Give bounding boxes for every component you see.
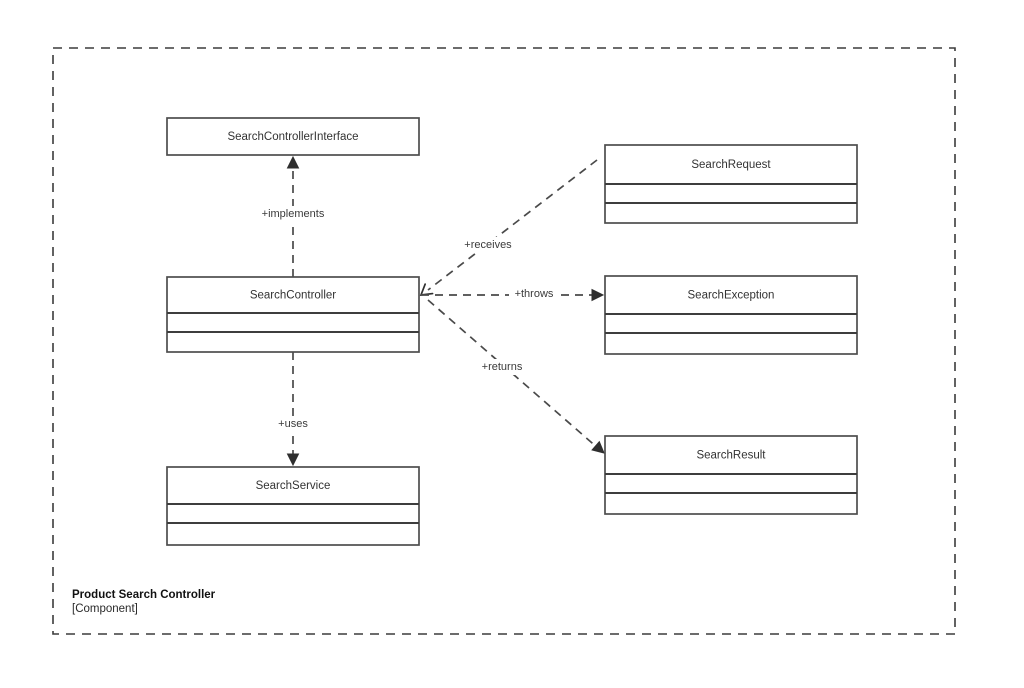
class-name-search-controller: SearchController: [250, 290, 336, 302]
class-box-search-exception[interactable]: SearchException: [604, 275, 858, 355]
edge-throws-arrowhead: [591, 288, 605, 302]
edge-receives-label-group: +receives: [458, 237, 518, 253]
boundary-title-group: Product Search Controller [Component]: [72, 589, 216, 615]
class-box-search-controller-interface-outline: [166, 117, 420, 156]
edge-labels-group: +implements +uses +receives +throws +returns: [258, 206, 559, 432]
edge-throws-label-group: +throws: [509, 286, 559, 302]
edge-uses-label-bg: [272, 416, 314, 432]
class-box-search-result[interactable]: SearchResult: [604, 435, 858, 515]
boundary-subtitle: [Component]: [72, 603, 138, 615]
class-box-search-result-outline: [604, 435, 858, 515]
edge-returns-label-bg: [475, 359, 529, 375]
edge-returns-label: +returns: [482, 361, 523, 373]
class-name-search-result: SearchResult: [696, 450, 766, 462]
edge-throws-label-bg: [509, 286, 559, 302]
edge-implements-label-group: +implements: [258, 206, 328, 222]
edge-implements-label-bg: [258, 206, 328, 222]
edge-implements-arrowhead: [286, 155, 300, 169]
edge-returns: [427, 299, 605, 454]
edge-returns-label-group: +returns: [475, 359, 529, 375]
class-name-search-controller-interface: SearchControllerInterface: [227, 131, 358, 143]
class-box-search-service-outline: [166, 466, 420, 546]
component-boundary-rect: [52, 47, 956, 635]
class-box-search-controller-outline: [166, 276, 420, 353]
edge-receives-line: [427, 159, 598, 291]
class-name-search-exception: SearchException: [688, 290, 775, 302]
class-box-search-controller-interface[interactable]: SearchControllerInterface: [166, 117, 420, 156]
class-name-search-request: SearchRequest: [691, 159, 771, 171]
edge-receives-label-bg: [458, 237, 518, 253]
class-box-search-controller[interactable]: SearchController: [166, 276, 420, 353]
edge-implements-label: +implements: [262, 208, 325, 220]
class-box-search-exception-outline: [604, 275, 858, 355]
edge-receives-label: +receives: [464, 239, 512, 251]
component-boundary-group: [52, 47, 956, 635]
class-name-search-service: SearchService: [256, 480, 331, 492]
edge-uses: [286, 352, 300, 467]
edge-returns-arrowhead: [591, 440, 605, 454]
class-box-search-request[interactable]: SearchRequest: [604, 144, 858, 224]
class-boxes-group: SearchControllerInterfaceSearchControlle…: [166, 117, 858, 546]
edge-uses-label-group: +uses: [272, 416, 314, 432]
edge-throws-label: +throws: [515, 288, 554, 300]
edge-receives: [419, 159, 598, 297]
class-box-search-service[interactable]: SearchService: [166, 466, 420, 546]
boundary-title: Product Search Controller: [72, 589, 216, 601]
edge-uses-arrowhead: [286, 453, 300, 467]
edge-uses-label: +uses: [278, 418, 308, 430]
